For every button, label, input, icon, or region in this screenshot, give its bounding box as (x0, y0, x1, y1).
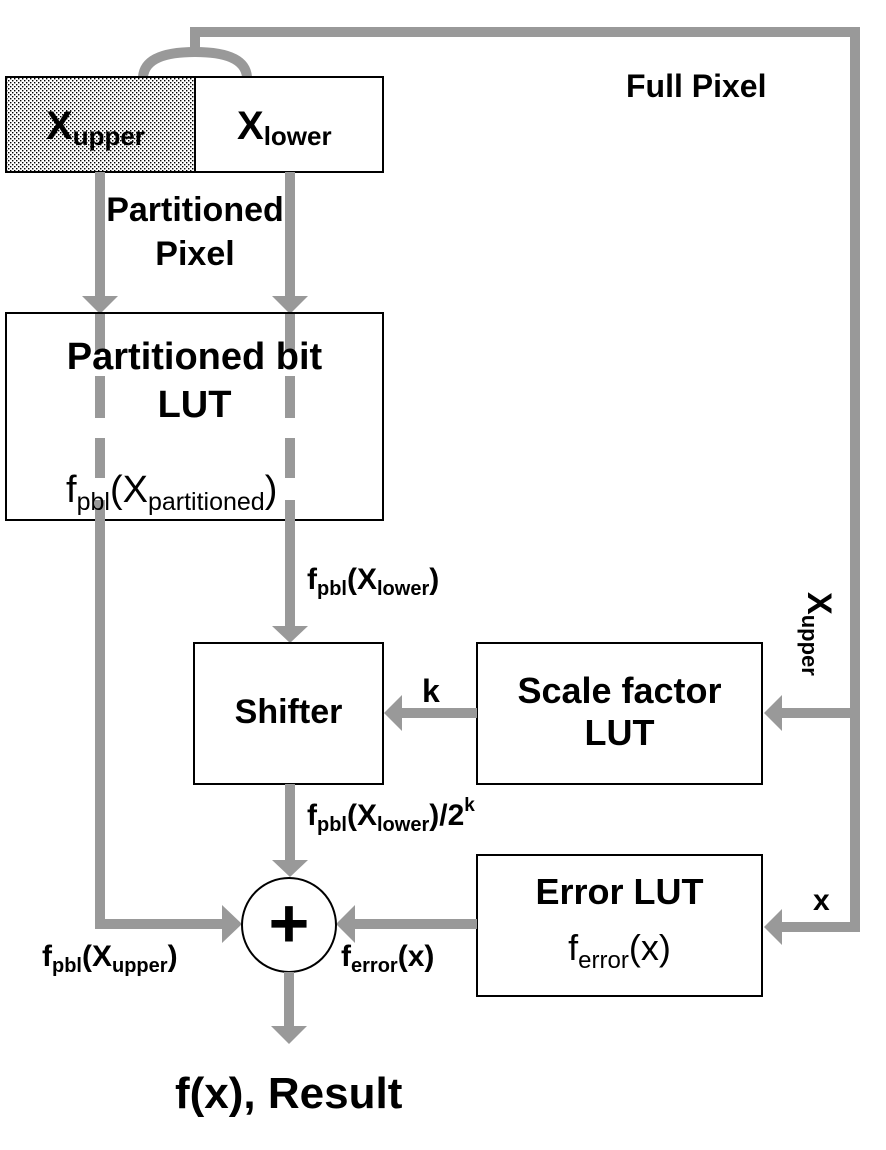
x-lower-sub: lower (263, 121, 332, 151)
edge-error-f: f (341, 940, 351, 973)
error-func-arg: (x) (628, 927, 671, 968)
edge-lower-f: f (307, 563, 317, 596)
error-func-f-sub: error (578, 947, 629, 974)
edge-lower-f-sub: pbl (317, 578, 347, 600)
shifter-title: Shifter (234, 693, 343, 731)
x-label: x (813, 884, 830, 917)
edge-error-arg: (x) (397, 940, 435, 973)
x-lower-cell (194, 76, 384, 173)
edge-shifted-x-sub: lower (377, 814, 430, 836)
k-label: k (422, 673, 440, 709)
x-upper-sub: upper (72, 121, 145, 151)
f-pbl-upper-wire (95, 520, 224, 929)
x-branch-arrowhead (764, 909, 782, 945)
pbl-title-line2: LUT (157, 384, 232, 426)
error-func-f: f (568, 927, 579, 968)
pbl-func-open: (X (109, 469, 148, 511)
edge-upper-f-sub: pbl (52, 955, 82, 977)
pbl-func-close: ) (264, 469, 278, 511)
x-upper-main: X (46, 104, 73, 148)
x-upper-label: Xupper (46, 106, 145, 149)
f-error-arrowhead (336, 905, 355, 943)
error-lut-title: Error LUT (535, 871, 704, 912)
edge-upper-close: ) (167, 940, 178, 973)
result-arrowhead (271, 1026, 307, 1044)
adder-plus-symbol: + (268, 884, 310, 962)
f-pbl-upper-arrowhead (222, 905, 242, 943)
edge-shifted-exp: k (464, 795, 475, 816)
partitioned-pixel-label: Partitioned Pixel (60, 188, 330, 276)
x-upper-rot-main: X (800, 592, 838, 615)
pbl-title: Partitioned bit LUT (6, 333, 383, 429)
edge-upper-x-sub: upper (112, 955, 168, 977)
x-upper-rotated-label: Xupper (797, 592, 838, 676)
x-upper-rot-sub: upper (797, 614, 822, 676)
pbl-title-line1: Partitioned bit (66, 336, 323, 378)
x-upper-branch-arrowhead (764, 695, 782, 731)
edge-error-f-sub: error (351, 955, 398, 977)
edge-lower-open: (X (347, 563, 377, 596)
f-error-label: ferror(x) (341, 940, 435, 977)
k-arrowhead (384, 695, 402, 731)
pbl-internal-dashes (95, 314, 295, 540)
pbl-function: fpbl(Xpartitioned) (66, 471, 277, 515)
lower-bits-arrowhead (272, 296, 308, 314)
error-lut-function: ferror(x) (477, 930, 762, 973)
result-label: f(x), Result (175, 1069, 403, 1118)
upper-bits-arrowhead (82, 296, 118, 314)
f-pbl-shifted-label: fpbl(Xlower)/2k (307, 796, 475, 835)
edge-lower-close: ) (429, 563, 440, 596)
pbl-func-arg-sub: partitioned (147, 488, 265, 516)
edge-upper-open: (X (82, 940, 112, 973)
pbl-func-f: f (66, 469, 77, 511)
edge-shifted-close: )/2 (429, 799, 465, 832)
partitioned-bit-lut-box (5, 312, 384, 521)
f-pbl-lower-label: fpbl(Xlower) (307, 563, 440, 600)
shifted-arrowhead (272, 860, 308, 877)
scale-factor-line2: LUT (584, 712, 655, 753)
full-pixel-wire (190, 27, 860, 930)
scale-factor-line1: Scale factor (517, 670, 722, 711)
x-lower-main: X (237, 104, 264, 148)
edge-lower-x-sub: lower (377, 578, 430, 600)
edge-shifted-open: (X (347, 799, 377, 832)
f-pbl-lower-arrowhead (272, 626, 308, 643)
pbl-func-f-sub: pbl (76, 488, 110, 516)
pixel-join-arc (138, 46, 252, 78)
scale-factor-title: Scale factor LUT (477, 670, 762, 754)
x-lower-label: Xlower (237, 106, 332, 149)
edge-shifted-f-sub: pbl (317, 814, 347, 836)
partitioned-pixel-line2: Pixel (155, 235, 235, 273)
edge-upper-f: f (42, 940, 52, 973)
partitioned-pixel-line1: Partitioned (106, 191, 284, 229)
f-pbl-upper-label: fpbl(Xupper) (42, 940, 178, 977)
full-pixel-label: Full Pixel (626, 68, 767, 104)
edge-shifted-f: f (307, 799, 317, 832)
